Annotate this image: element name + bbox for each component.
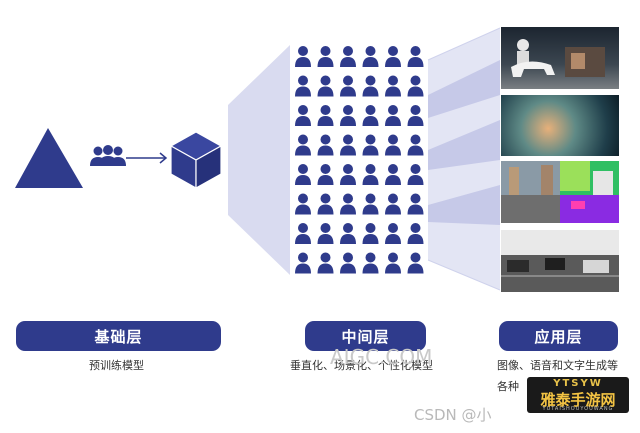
person-icon [362,134,379,156]
fan-band-1 [428,60,500,118]
person-icon [407,193,424,215]
fan-band-2 [428,120,500,170]
person-icon [295,252,311,274]
base-layer-label: 基础层 [16,321,221,351]
person-icon [295,223,311,244]
triangle-icon [15,128,83,188]
person-icon [340,193,356,215]
person-icon [362,75,379,97]
person-icon [317,134,334,156]
brand-watermark-badge: YTSYW 雅泰手游网 YUTAISHOUYOUWANG [527,377,629,413]
app-thumbnail-astronaut [501,27,619,89]
application-layer-caption-line2: 各种 [497,380,519,393]
person-icon [295,164,311,185]
person-icon [362,252,379,274]
person-icon [340,252,356,274]
person-icon [340,46,356,67]
person-icon [362,223,379,244]
middle-layer-label: 中间层 [305,321,426,351]
brand-badge-sub: YUTAISHOUYOUWANG [542,406,614,412]
person-icon [407,105,424,126]
person-icon [385,193,401,215]
person-icon [407,46,424,67]
person-icon [385,134,401,156]
arrow-right-icon [126,152,168,164]
app-thumbnail-driving-scene [501,230,619,292]
person-icon [362,164,379,185]
person-icon [407,134,424,156]
person-icon [385,164,401,185]
person-icon [385,46,401,67]
person-icon [340,134,356,156]
crowd-grid [295,46,424,274]
person-icon [407,164,424,185]
fan-band-3 [428,185,500,225]
app-thumbnail-street-segmentation [501,161,619,223]
application-layer-caption-line1: 图像、语音和文字生成等 [497,359,618,372]
person-icon [340,75,356,97]
person-icon [340,105,356,126]
base-layer-caption: 预训练模型 [89,359,144,372]
people-icon [90,145,126,166]
app-thumbnail-painting [501,95,619,156]
person-icon [295,105,311,126]
person-icon [295,75,311,97]
fan-base-to-middle [228,45,290,275]
person-icon [340,223,356,244]
person-icon [317,223,334,244]
person-icon [362,105,379,126]
middle-layer-caption: 垂直化、场景化、个性化模型 [290,359,433,372]
center-watermark: AIGC.COM [330,345,433,369]
application-layer-label: 应用层 [499,321,618,351]
footer-watermark: CSDN @小 [414,406,492,424]
person-icon [407,223,424,244]
person-icon [385,75,401,97]
cube-icon [169,131,223,190]
person-icon [295,193,311,215]
person-icon [317,75,334,97]
person-icon [407,252,424,274]
person-icon [407,75,424,97]
person-icon [295,134,311,156]
person-icon [362,46,379,67]
person-icon [385,223,401,244]
brand-badge-main: 雅泰手游网 [540,391,616,409]
person-icon [317,193,334,215]
person-icon [362,193,379,215]
person-icon [317,46,334,67]
person-icon [295,46,311,67]
person-icon [385,105,401,126]
person-icon [317,105,334,126]
brand-badge-top: YTSYW [553,378,603,389]
person-icon [317,164,334,185]
person-icon [340,164,356,185]
person-icon [317,252,334,274]
person-icon [385,252,401,274]
